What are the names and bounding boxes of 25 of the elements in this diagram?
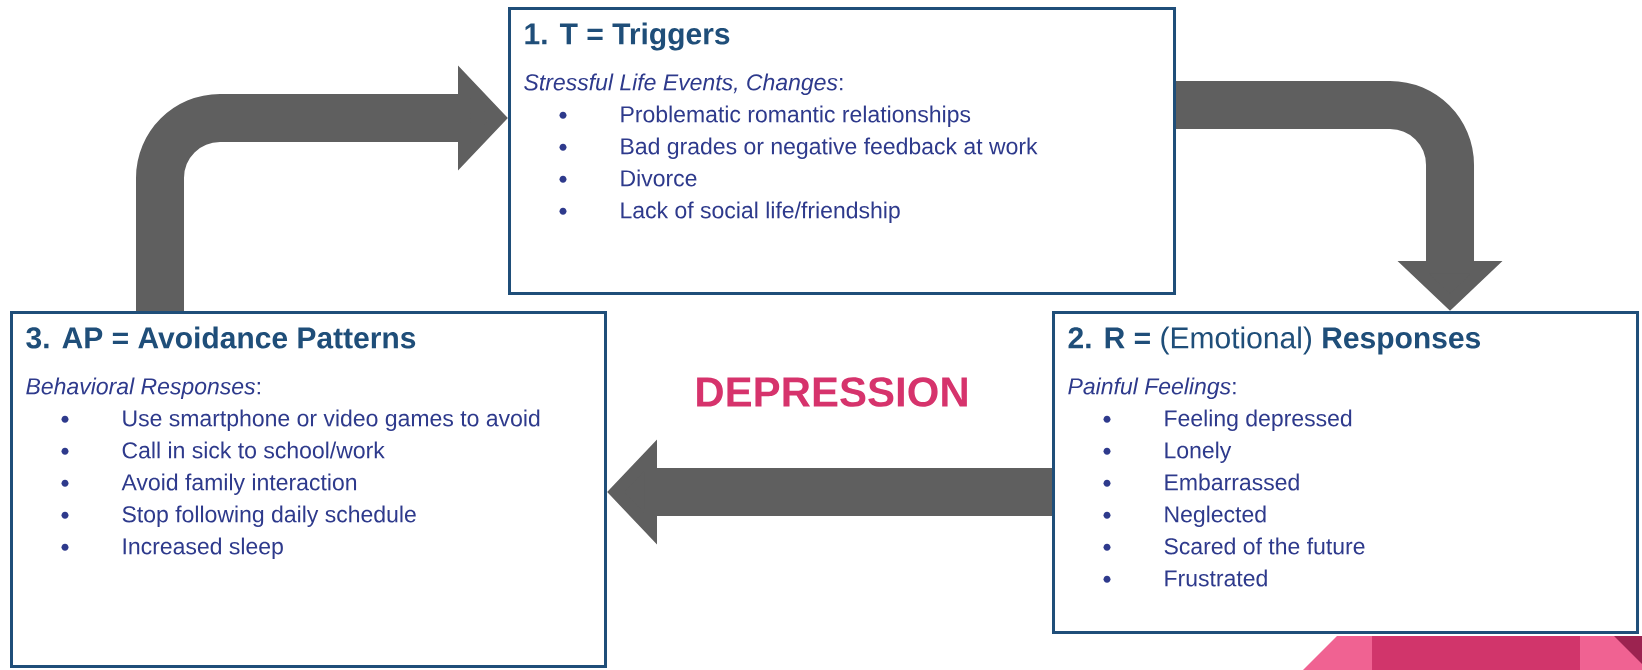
list-item: Lack of social life/friendship <box>621 201 900 223</box>
list-heading: Stressful Life Events, Changes: <box>524 73 843 95</box>
center-title: DEPRESSION <box>697 377 967 407</box>
list-item: Scared of the future <box>1164 537 1365 555</box>
list-item: Problematic romantic relationships <box>621 105 971 127</box>
box-heading: 1. T = Triggers <box>525 22 730 51</box>
list-item: Use smartphone or video games to avoid <box>123 409 540 431</box>
list-item: Feeling depressed <box>1165 409 1352 431</box>
list-item: Neglected <box>1165 505 1266 527</box>
text-box <box>1052 311 1639 634</box>
list-item: Stop following daily schedule <box>122 505 416 527</box>
list-item: Call in sick to school/work <box>122 441 385 459</box>
text-box <box>508 7 1176 295</box>
list-item: Bad grades or negative feedback at work <box>621 137 1038 159</box>
list-item: Lonely <box>1165 441 1232 463</box>
list-item: Increased sleep <box>123 537 283 559</box>
list-item: Embarrassed <box>1165 473 1299 491</box>
box-heading: 2. R = (Emotional) Responses <box>1068 326 1481 355</box>
list-item: Frustrated <box>1165 569 1267 587</box>
list-heading: Painful Feelings: <box>1068 377 1236 399</box>
text-box <box>10 311 607 668</box>
list-item: Avoid family interaction <box>121 473 357 495</box>
box-heading: 3. AP = Avoidance Patterns <box>26 326 416 349</box>
list-item: Divorce <box>621 169 697 187</box>
list-heading: Behavioral Responses: <box>26 377 260 399</box>
